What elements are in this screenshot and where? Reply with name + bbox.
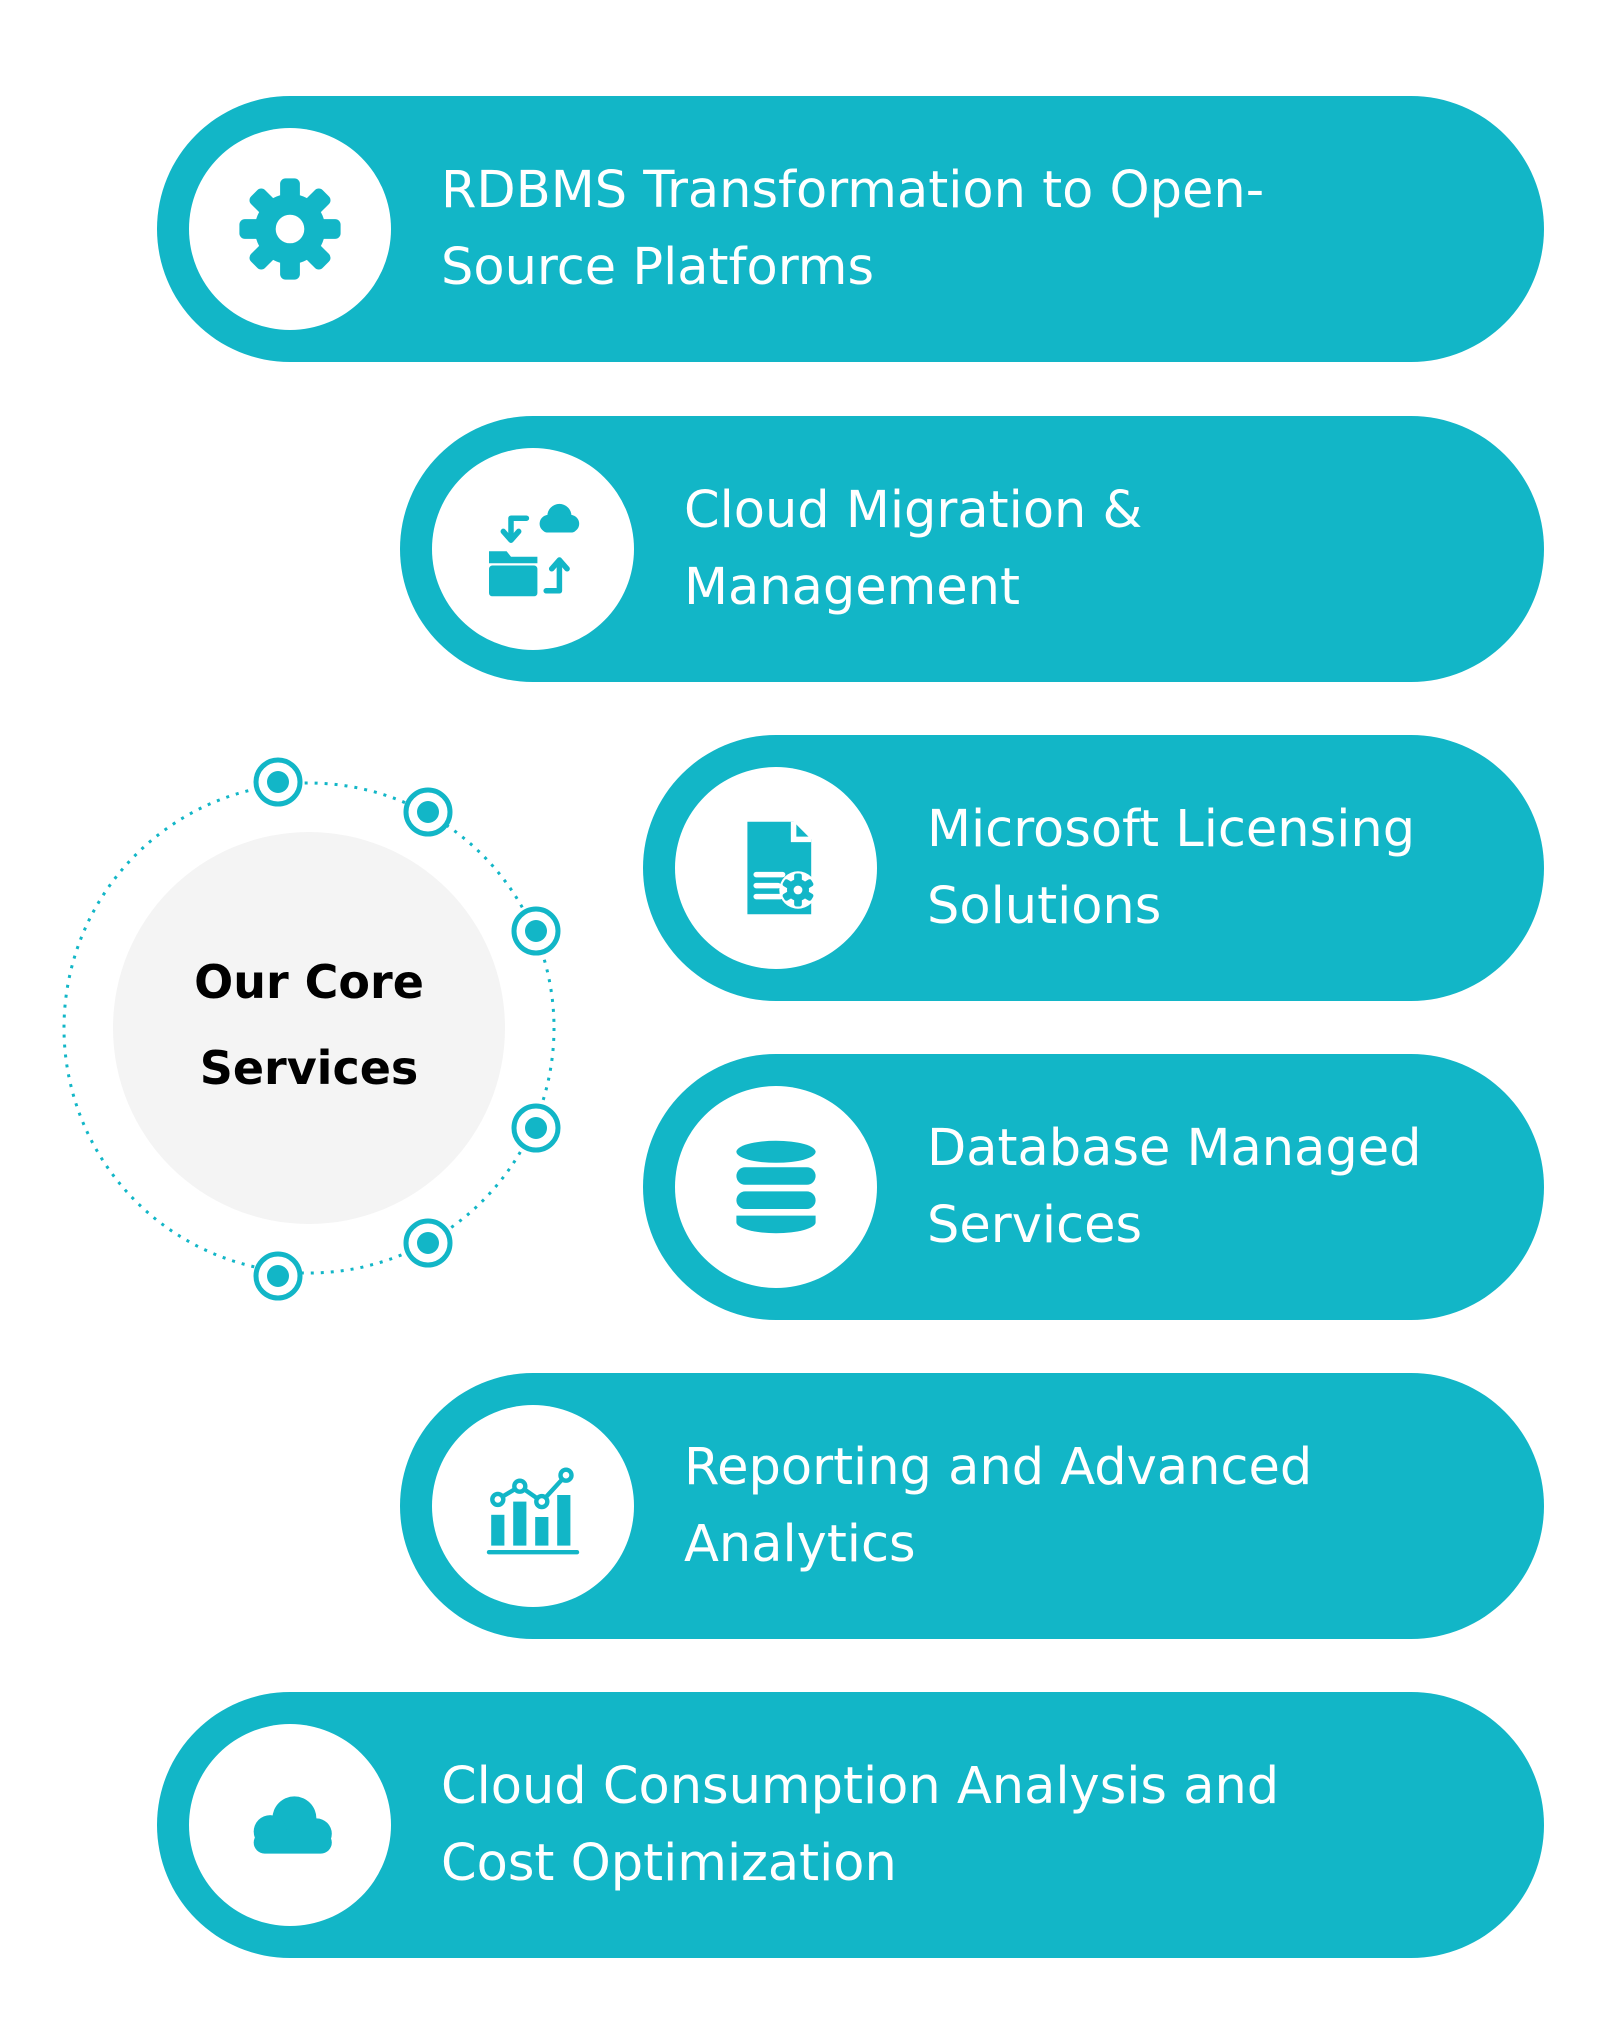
orbit-node	[403, 1218, 453, 1268]
orbit-node	[253, 757, 303, 807]
service-icon-disc	[675, 767, 877, 969]
service-icon-disc	[675, 1086, 877, 1288]
orbit-node	[403, 787, 453, 837]
service-pill-reporting-analytics[interactable]: Reporting and Advanced Analytics	[400, 1373, 1544, 1639]
database-icon	[736, 1140, 816, 1234]
core-title: Our Core Services	[194, 955, 424, 1095]
orbit-node	[253, 1251, 303, 1301]
service-pill-cloud-consumption[interactable]: Cloud Consumption Analysis and Cost Opti…	[157, 1692, 1544, 1958]
service-icon-disc	[189, 128, 391, 330]
service-label: RDBMS Transformation to Open- Source Pla…	[441, 161, 1265, 297]
gear-icon	[239, 178, 341, 280]
orbit-node	[511, 1103, 561, 1153]
service-pill-cloud-migration[interactable]: Cloud Migration & Management	[400, 416, 1544, 682]
cloud-icon	[253, 1796, 332, 1854]
analytics-chart-icon	[486, 1467, 580, 1555]
cloud-migration-icon	[489, 503, 580, 597]
service-label: Cloud Consumption Analysis and Cost Opti…	[441, 1757, 1280, 1893]
service-icon-disc	[432, 448, 634, 650]
service-label: Microsoft Licensing Solutions	[927, 800, 1416, 936]
service-label: Database Managed Services	[927, 1119, 1422, 1255]
service-label: Cloud Migration & Management	[684, 481, 1143, 617]
core-circle: Our Core Services	[113, 832, 505, 1224]
service-icon-disc	[432, 1405, 634, 1607]
license-document-icon	[747, 821, 817, 915]
service-pill-rdbms[interactable]: RDBMS Transformation to Open- Source Pla…	[157, 96, 1544, 362]
service-pill-microsoft-licensing[interactable]: Microsoft Licensing Solutions	[643, 735, 1544, 1001]
service-pill-database-managed[interactable]: Database Managed Services	[643, 1054, 1544, 1320]
service-icon-disc	[189, 1724, 391, 1926]
service-label: Reporting and Advanced Analytics	[684, 1438, 1313, 1574]
orbit-node	[511, 906, 561, 956]
